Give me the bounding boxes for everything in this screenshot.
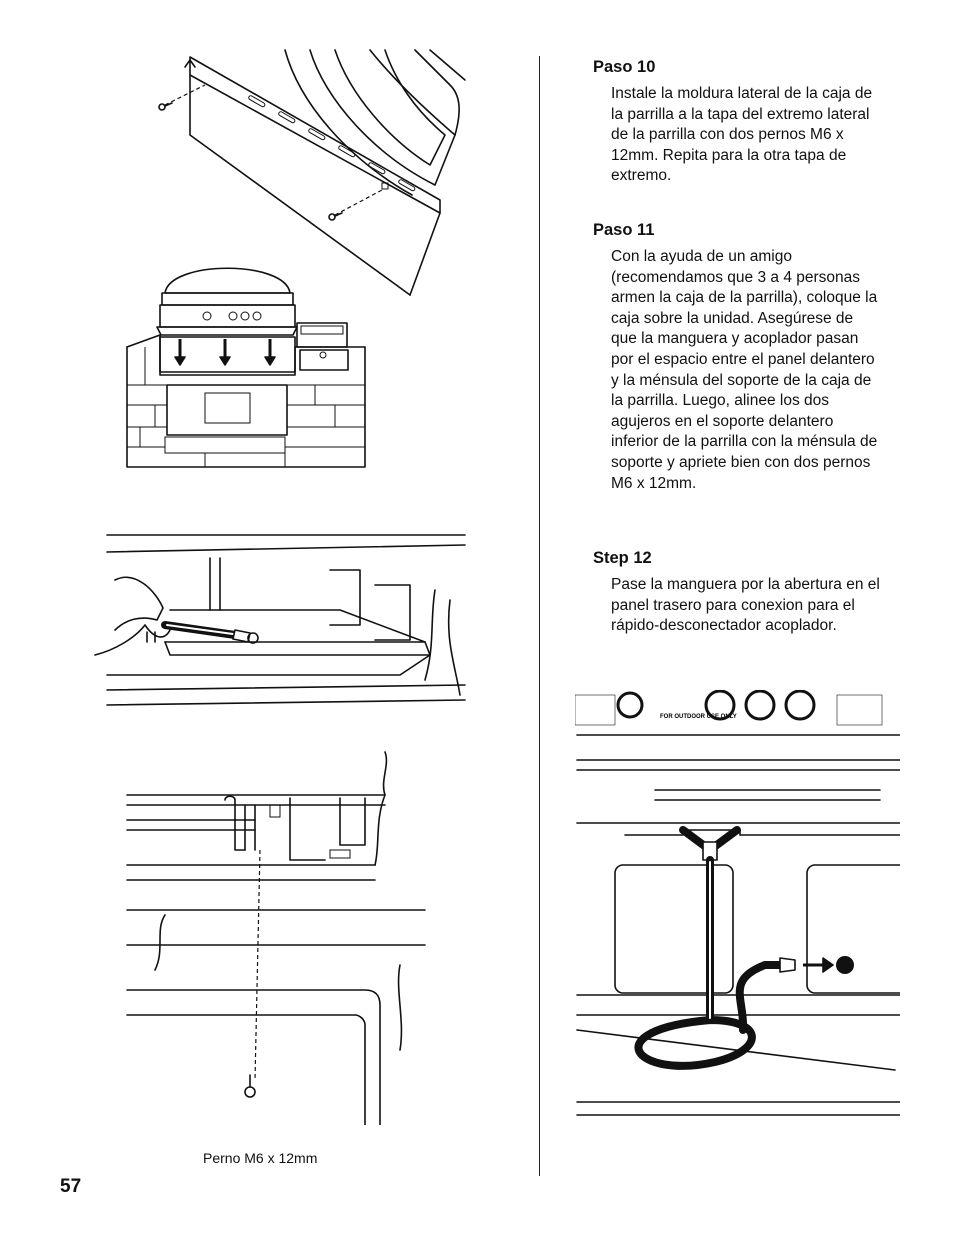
- step-10: Paso 10 Instale la moldura lateral de la…: [593, 58, 883, 187]
- grill-island-illustration: [126, 267, 366, 468]
- support-bolt-illustration: [126, 751, 426, 1125]
- outdoor-use-label: FOR OUTDOOR USE ONLY: [660, 714, 737, 720]
- step-body: Pase la manguera por la abertura en el p…: [611, 576, 880, 635]
- step-12: Step 12 Pase la manguera por la abertura…: [593, 549, 883, 637]
- side-trim-illustration: [158, 49, 466, 296]
- quick-disconnect-illustration: FOR OUTDOOR USE ONLY: [575, 690, 900, 1116]
- coupler-socket-icon: [836, 956, 854, 974]
- bolt-icon: [328, 212, 343, 221]
- bolt-icon: [244, 1074, 256, 1098]
- step-11: Paso 11 Con la ayuda de un amigo (recome…: [593, 221, 883, 494]
- page-number: 57: [60, 1176, 82, 1197]
- column-divider: [539, 56, 541, 1176]
- step-body: Con la ayuda de un amigo (recomendamos q…: [611, 248, 878, 492]
- trim-slots: [248, 95, 416, 192]
- step-title: Paso 10: [593, 58, 656, 76]
- bolt-caption: Perno M6 x 12mm: [203, 1150, 318, 1166]
- step-body: Instale la moldura lateral de la caja de…: [611, 85, 873, 185]
- step-title: Paso 11: [593, 221, 655, 239]
- bolt-icon: [158, 102, 173, 111]
- step-title: Step 12: [593, 549, 652, 567]
- hose-routing-illustration: [94, 534, 466, 706]
